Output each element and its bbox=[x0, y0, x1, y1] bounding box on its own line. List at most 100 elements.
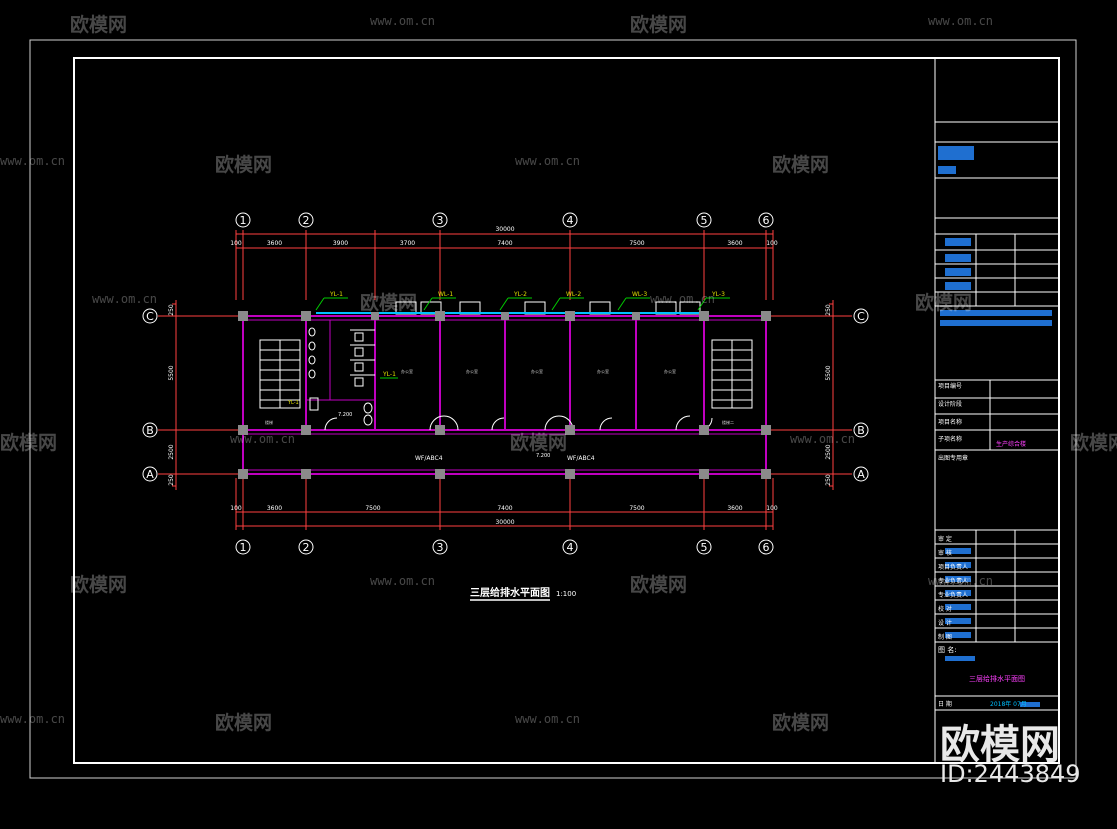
axis-label: 1 bbox=[240, 541, 247, 554]
top-dim-label: 3700 bbox=[400, 240, 415, 247]
tb-date-label: 日 期 bbox=[938, 700, 952, 708]
room-label: 办公室 bbox=[401, 368, 413, 374]
right-dim-label: 5500 bbox=[825, 365, 832, 380]
column bbox=[761, 425, 771, 435]
watermark-brand: 欧模网 bbox=[0, 432, 58, 454]
axis-label: 5 bbox=[701, 214, 708, 227]
watermark-brand: 欧模网 bbox=[630, 14, 688, 36]
bottom-dim-label: 7500 bbox=[629, 505, 644, 512]
column bbox=[501, 312, 509, 320]
column bbox=[699, 425, 709, 435]
top-dim-label: 100 bbox=[766, 240, 778, 247]
watermark-url: www.om.cn bbox=[790, 432, 856, 446]
pipe-leader bbox=[617, 297, 627, 311]
column bbox=[565, 469, 575, 479]
column bbox=[238, 469, 248, 479]
top-dim-label: 3600 bbox=[267, 240, 282, 247]
top-dim-label: 7400 bbox=[497, 240, 512, 247]
bottom-total-label: 30000 bbox=[495, 519, 514, 526]
axis-circle bbox=[758, 539, 774, 555]
axis-circle bbox=[853, 308, 869, 324]
corridor-label: WF/ABC4 bbox=[415, 455, 443, 462]
watermark-brand: 欧模网 bbox=[215, 712, 273, 734]
room-label: 办公室 bbox=[664, 368, 676, 374]
watermark-url: www.om.cn bbox=[515, 154, 581, 168]
tb-date-value: 2018年 07月 bbox=[990, 700, 1027, 708]
watermark-url: www.om.cn bbox=[650, 292, 716, 306]
tb-project-label: 项目名称 bbox=[938, 418, 962, 426]
axis-circle bbox=[758, 212, 774, 228]
axis-label: B bbox=[146, 424, 154, 437]
axis-label: 3 bbox=[437, 214, 444, 227]
tb-sheet-title-value: 三层给排水平面图 bbox=[969, 674, 1025, 683]
tb-staff-label: 专业负责人 bbox=[938, 591, 968, 599]
axis-label: 2 bbox=[303, 541, 310, 554]
right-dim-label: 250 bbox=[825, 474, 832, 486]
tb-staff-label: 设 计 bbox=[938, 619, 952, 627]
axis-circle bbox=[432, 212, 448, 228]
pipe-label-small: YL-1 bbox=[287, 400, 299, 406]
asset-id: ID:2443849 bbox=[940, 760, 1081, 788]
watermark-brand: 欧模网 bbox=[630, 574, 688, 596]
column bbox=[632, 312, 640, 320]
axis-label: 4 bbox=[567, 214, 574, 227]
axis-label: B bbox=[857, 424, 865, 437]
axis-circle bbox=[432, 539, 448, 555]
corridor-label: WF/ABC4 bbox=[567, 455, 595, 462]
pipe-label-toilet: YL-1 bbox=[382, 371, 396, 378]
bottom-dim-label: 7400 bbox=[497, 505, 512, 512]
column bbox=[761, 311, 771, 321]
column bbox=[565, 311, 575, 321]
watermark-brand: 欧模网 bbox=[70, 14, 128, 36]
axis-label: 1 bbox=[240, 214, 247, 227]
pipe-leader bbox=[315, 297, 325, 311]
axis-circle bbox=[142, 466, 158, 482]
axis-label: A bbox=[146, 468, 154, 481]
axis-label: 6 bbox=[763, 214, 770, 227]
tb-subproject-value: 生产综合楼 bbox=[996, 440, 1026, 448]
stair-right bbox=[711, 339, 753, 409]
axis-circle bbox=[235, 539, 251, 555]
axis-label: 3 bbox=[437, 541, 444, 554]
pipe-label: YL-3 bbox=[711, 291, 725, 298]
elevation-label: 7.200 bbox=[536, 453, 550, 459]
column bbox=[761, 469, 771, 479]
column bbox=[565, 425, 575, 435]
column bbox=[301, 311, 311, 321]
column bbox=[699, 469, 709, 479]
tb-stage-label: 设计阶段 bbox=[938, 400, 962, 408]
watermark-url: www.om.cn bbox=[370, 574, 436, 588]
right-dim-label: 250 bbox=[825, 304, 832, 316]
tb-staff-label: 审 定 bbox=[938, 535, 952, 543]
watermark-brand: 欧模网 bbox=[215, 154, 273, 176]
axis-label: 4 bbox=[567, 541, 574, 554]
right-dim-label: 2500 bbox=[825, 444, 832, 459]
structural-columns bbox=[238, 311, 771, 479]
top-dim-label: 7500 bbox=[629, 240, 644, 247]
left-dim-label: 2500 bbox=[168, 444, 175, 459]
axis-circle bbox=[235, 212, 251, 228]
inner-frame bbox=[73, 57, 1060, 764]
stair-label: 楼梯二 bbox=[722, 419, 734, 425]
stair-left bbox=[259, 339, 301, 409]
column bbox=[238, 311, 248, 321]
pipe-label: WL-2 bbox=[566, 291, 581, 298]
axis-label: 2 bbox=[303, 214, 310, 227]
title-block bbox=[934, 58, 1059, 763]
room-label: 办公室 bbox=[597, 368, 609, 374]
watermark-url: www.om.cn bbox=[928, 574, 994, 588]
elevation-label: 7.200 bbox=[338, 412, 352, 418]
column bbox=[301, 469, 311, 479]
watermark-brand: 欧模网 bbox=[772, 154, 830, 176]
column bbox=[435, 469, 445, 479]
room-label: 办公室 bbox=[466, 368, 478, 374]
axis-circle bbox=[853, 422, 869, 438]
top-dim-label: 100 bbox=[230, 240, 242, 247]
bottom-dim-label: 7500 bbox=[365, 505, 380, 512]
bottom-dim-label: 3600 bbox=[267, 505, 282, 512]
axis-circle bbox=[142, 422, 158, 438]
